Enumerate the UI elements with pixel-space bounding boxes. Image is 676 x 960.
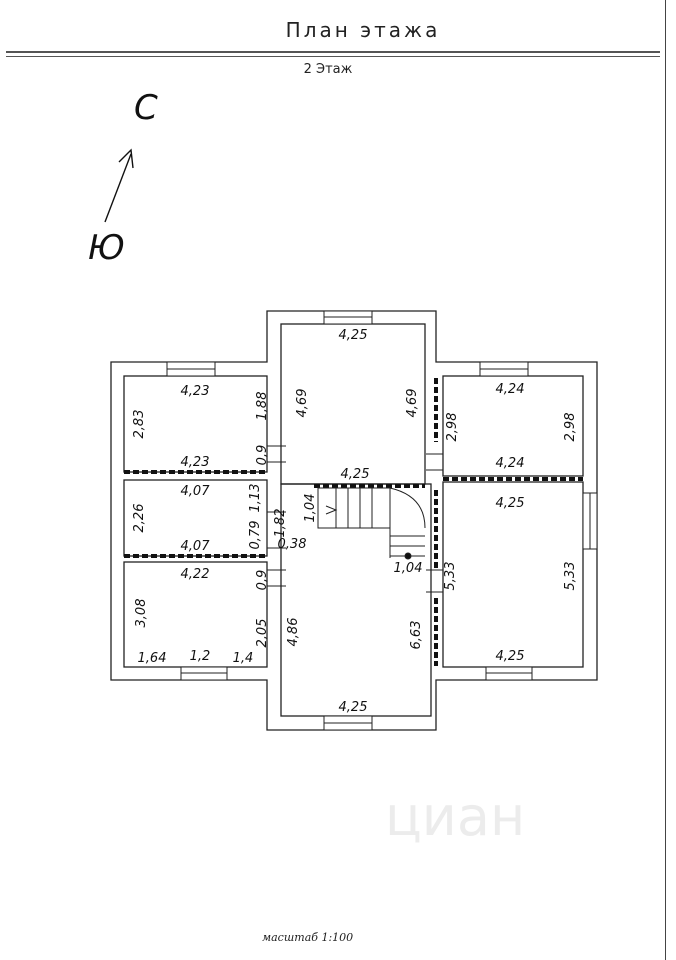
dim-top-room-height-left: 4,69 — [295, 389, 310, 418]
dim-stair-landing: 1,04 — [394, 561, 423, 576]
dim-mid-door: 0,79 — [248, 521, 263, 550]
room-mid-w — [123, 479, 268, 557]
dim-mid-room-side: 1,13 — [248, 484, 263, 513]
title-rule-thin — [6, 56, 660, 57]
scale-label: масштаб 1:100 — [262, 931, 354, 944]
dim-nw-door-width: 0,9 — [255, 445, 270, 466]
dim-mid-room-width-bottom: 4,07 — [181, 539, 211, 554]
dim-se-room-height-right: 5,33 — [563, 562, 578, 591]
door-openings — [267, 445, 443, 593]
dim-sw-door-width: 0,9 — [255, 570, 270, 591]
dim-sw-bottom-left: 1,64 — [138, 651, 167, 666]
compass-south: Ю — [88, 228, 125, 268]
dim-hall-height: 4,86 — [286, 618, 301, 647]
dim-mid-room-height: 2,26 — [132, 504, 147, 533]
floor-label: 2 Этаж — [303, 62, 353, 77]
dim-top-room-height-right: 4,69 — [405, 389, 420, 418]
dim-se-room-width-top: 4,25 — [496, 496, 525, 511]
outer-wall — [110, 310, 598, 731]
dim-nw-room-width-top: 4,23 — [181, 384, 210, 399]
dim-top-room-width-bottom: 4,25 — [341, 467, 370, 482]
compass-arrow-icon — [104, 148, 134, 223]
dim-se-room-width-bottom: 4,25 — [496, 649, 525, 664]
hatched-walls — [124, 378, 583, 666]
staircase — [317, 487, 426, 560]
dim-stair-width: 1,04 — [303, 494, 318, 523]
dim-ne-room-width-bottom: 4,24 — [496, 456, 525, 471]
dim-corridor-a: 1,82 — [273, 509, 288, 538]
dim-sw-room-side: 2,05 — [255, 619, 270, 648]
dim-nw-room-width-bottom: 4,23 — [181, 455, 210, 470]
dim-ne-room-width-top: 4,24 — [496, 382, 525, 397]
watermark-logo: циан — [385, 785, 526, 848]
dim-sw-bottom-right: 1,4 — [233, 651, 254, 666]
dim-mid-room-width-top: 4,07 — [181, 484, 211, 499]
dim-sw-room-width-top: 4,22 — [181, 567, 210, 582]
title-rule — [6, 51, 660, 53]
dim-ne-room-height-left: 2,98 — [445, 413, 460, 442]
compass-north: С — [134, 88, 158, 128]
dim-top-room-width-top: 4,25 — [339, 328, 368, 343]
dim-nw-room-height: 2,83 — [132, 410, 147, 439]
dim-corridor-b: 0,38 — [278, 537, 307, 552]
dim-sw-room-height: 3,08 — [134, 599, 149, 628]
dim-sw-bottom-window: 1,2 — [190, 649, 211, 664]
dim-hall-right: 6,63 — [409, 621, 424, 650]
dim-bottom-room-width: 4,25 — [339, 700, 368, 715]
dim-nw-door-offset: 1,88 — [255, 392, 270, 421]
dim-se-room-height-left: 5,33 — [443, 562, 458, 591]
windows — [166, 310, 598, 731]
dim-ne-room-height-right: 2,98 — [563, 413, 578, 442]
plan-title: План этажа — [285, 18, 441, 42]
